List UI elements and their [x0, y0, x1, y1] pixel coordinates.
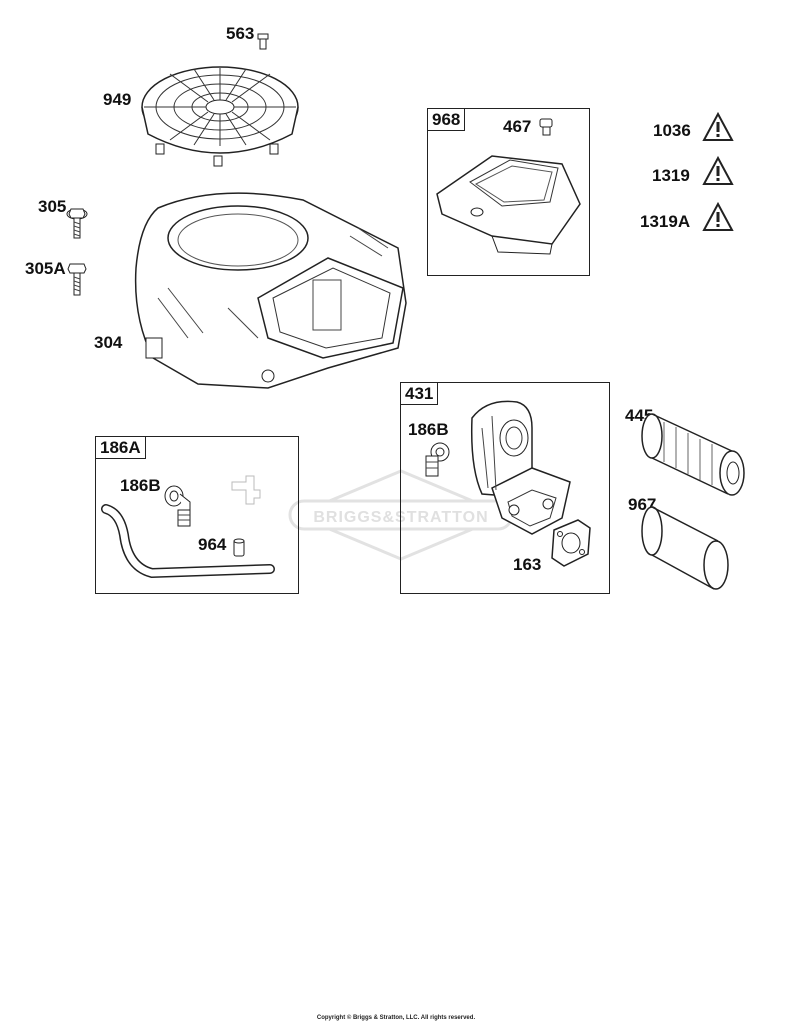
screw-563-icon[interactable]	[256, 33, 270, 51]
fan-screen-949-icon[interactable]	[140, 62, 300, 172]
warning-1036-icon[interactable]	[702, 111, 734, 142]
bolt-305A-icon[interactable]	[66, 262, 88, 298]
frame-431	[400, 382, 610, 594]
label-964: 964	[198, 535, 227, 554]
filter-cartridge-445-icon[interactable]	[636, 410, 752, 498]
fastener-467-icon[interactable]	[538, 117, 556, 137]
elbow-fitting-icon[interactable]	[230, 472, 264, 508]
label-1319: 1319	[652, 166, 690, 185]
label-305A: 305A	[25, 259, 66, 278]
label-431: 431	[400, 382, 439, 405]
label-186B-left: 186B	[120, 476, 161, 495]
label-949: 949	[103, 90, 132, 109]
frame-186A	[95, 436, 299, 594]
fitting-186B-left-icon[interactable]	[162, 484, 196, 530]
label-1319A: 1319A	[640, 212, 691, 231]
label-163: 163	[513, 555, 542, 574]
label-186A: 186A	[95, 436, 146, 459]
label-305: 305	[38, 197, 67, 216]
label-968: 968	[427, 108, 466, 131]
cover-968-icon[interactable]	[432, 144, 582, 255]
warning-1319A-icon[interactable]	[702, 201, 734, 232]
label-304: 304	[94, 333, 123, 352]
copyright-notice: Copyright © Briggs & Stratton, LLC. All …	[316, 1015, 476, 1021]
label-467: 467	[503, 117, 532, 136]
label-186B-right: 186B	[408, 420, 449, 439]
gasket-163-icon[interactable]	[548, 518, 594, 568]
fitting-186B-right-icon[interactable]	[420, 442, 452, 480]
label-1036: 1036	[653, 121, 691, 140]
bolt-305-icon[interactable]	[66, 206, 88, 242]
blower-housing-304-icon[interactable]	[128, 188, 413, 393]
label-563: 563	[226, 24, 255, 43]
air-cleaner-base-431-icon[interactable]	[462, 398, 582, 538]
hose-icon[interactable]	[101, 504, 275, 585]
warning-1319-icon[interactable]	[702, 155, 734, 186]
pre-cleaner-967-icon[interactable]	[638, 503, 732, 595]
frame-968	[427, 108, 590, 276]
sleeve-964-icon[interactable]	[232, 538, 246, 558]
